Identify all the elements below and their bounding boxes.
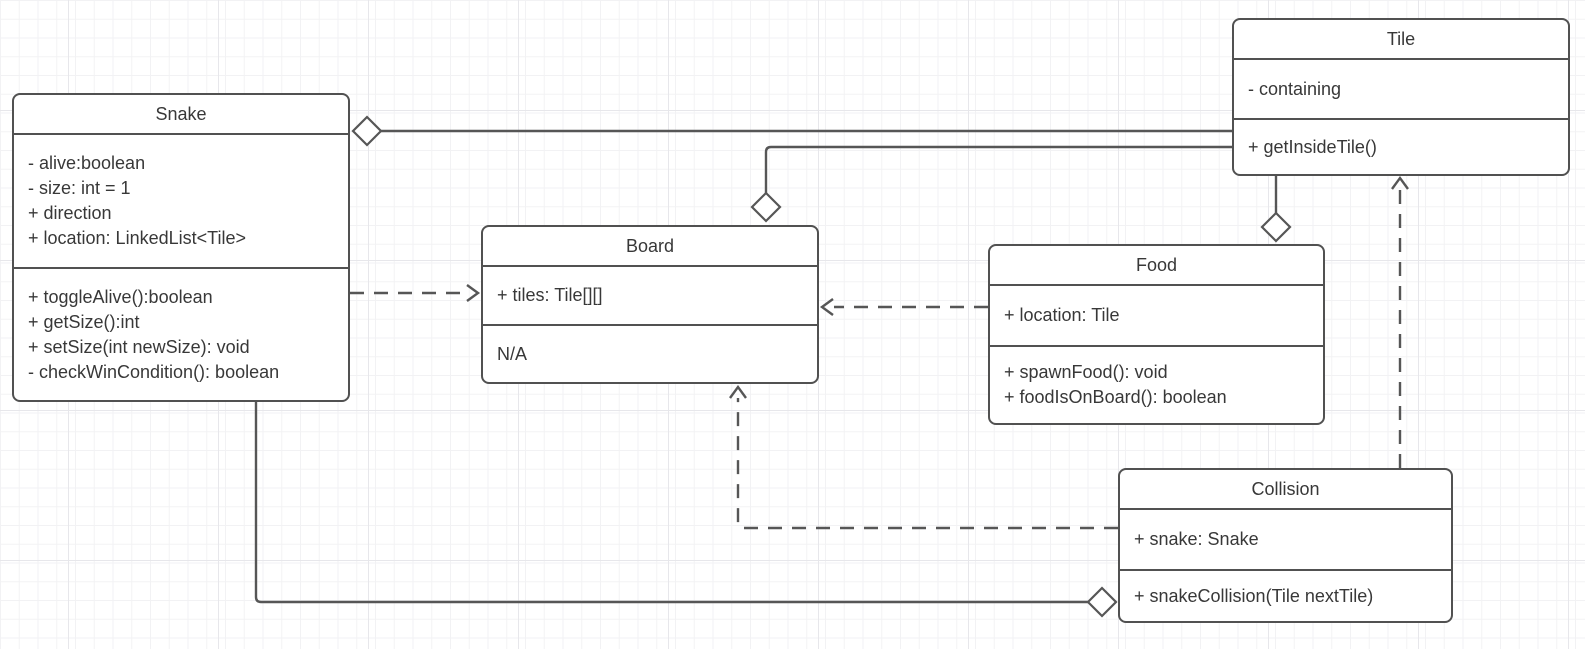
methods-section: N/A — [483, 326, 817, 382]
methods-section: + toggleAlive():boolean + getSize():int … — [14, 269, 348, 400]
attribute: + location: Tile — [1004, 305, 1120, 325]
aggregation-diamond — [351, 115, 383, 147]
open-arrowhead — [819, 298, 834, 316]
edge-collision-tile-dependency[interactable] — [1391, 175, 1409, 468]
attribute: + tiles: Tile[][] — [497, 285, 603, 305]
class-tile[interactable]: Tile - containing + getInsideTile() — [1232, 18, 1570, 176]
method: + getInsideTile() — [1248, 136, 1377, 157]
attribute: + location: LinkedList<Tile> — [28, 228, 246, 248]
attribute: + direction — [28, 203, 112, 223]
methods-section: + snakeCollision(Tile nextTile) — [1120, 571, 1451, 621]
attributes-section: + location: Tile — [990, 286, 1323, 347]
class-title: Collision — [1120, 470, 1451, 510]
edge-food-tile-aggregation[interactable] — [1260, 176, 1292, 243]
edge-food-board-dependency[interactable] — [819, 298, 988, 316]
aggregation-diamond — [750, 191, 782, 223]
method: + toggleAlive():boolean — [28, 286, 213, 307]
open-arrowhead — [1391, 175, 1409, 190]
open-arrowhead — [466, 284, 481, 302]
attributes-section: - alive:boolean - size: int = 1 + direct… — [14, 135, 348, 269]
class-title: Food — [990, 246, 1323, 286]
edge-snake-board-dependency[interactable] — [350, 284, 481, 302]
class-title: Board — [483, 227, 817, 267]
method: + setSize(int newSize): void — [28, 336, 250, 357]
method: + getSize():int — [28, 311, 140, 332]
attributes-section: - containing — [1234, 60, 1568, 120]
methods-section: + spawnFood(): void + foodIsOnBoard(): b… — [990, 347, 1323, 423]
class-title: Tile — [1234, 20, 1568, 60]
method: - checkWinCondition(): boolean — [28, 361, 280, 382]
attribute: - size: int = 1 — [28, 178, 131, 198]
attribute: - containing — [1248, 78, 1342, 99]
class-collision[interactable]: Collision + snake: Snake + snakeCollisio… — [1118, 468, 1453, 623]
class-title: Snake — [14, 95, 348, 135]
attributes-section: + snake: Snake — [1120, 510, 1451, 571]
method: + foodIsOnBoard(): boolean — [1004, 387, 1227, 407]
method: N/A — [497, 343, 528, 364]
edge-snake-tile-aggregation[interactable] — [351, 115, 1232, 147]
edge-collision-board-dependency[interactable] — [729, 384, 1118, 530]
edge-line — [254, 402, 1088, 604]
attributes-section: + tiles: Tile[][] — [483, 267, 817, 326]
class-snake[interactable]: Snake - alive:boolean - size: int = 1 + … — [12, 93, 350, 402]
class-board[interactable]: Board + tiles: Tile[][] N/A — [481, 225, 819, 384]
method: + spawnFood(): void — [1004, 362, 1168, 382]
aggregation-diamond — [1260, 211, 1292, 243]
open-arrowhead — [729, 384, 747, 399]
class-food[interactable]: Food + location: Tile + spawnFood(): voi… — [988, 244, 1325, 425]
edge-line — [764, 145, 1232, 193]
method: + snakeCollision(Tile nextTile) — [1134, 585, 1374, 606]
aggregation-diamond — [1086, 586, 1118, 618]
edge-board-tile-aggregation[interactable] — [750, 145, 1232, 223]
attribute: + snake: Snake — [1134, 529, 1259, 549]
attribute: - alive:boolean — [28, 153, 146, 173]
edge-snake-collision-aggregation[interactable] — [254, 402, 1118, 618]
methods-section: + getInsideTile() — [1234, 120, 1568, 174]
